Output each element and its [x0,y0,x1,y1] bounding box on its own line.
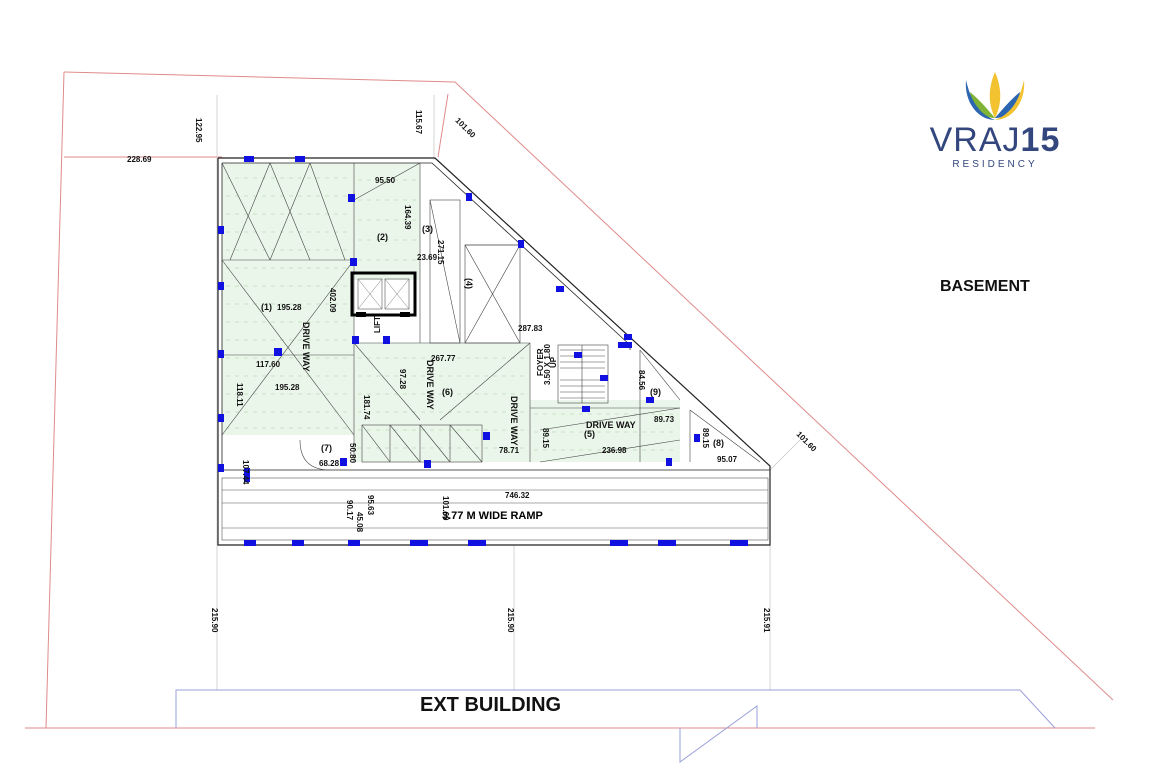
dim-23-69: 23.69 [417,253,438,262]
dim-117-60: 117.60 [256,360,281,369]
green-hatch-zones [222,163,680,462]
dim-90-17: 90.17 [345,500,354,521]
slot-3: (3) [422,224,433,234]
dim-45-08: 45.08 [355,512,364,533]
brand-subtitle: RESIDENCY [952,159,1038,170]
slot-7: (7) [321,443,332,453]
dim-236-98: 236.98 [602,446,627,455]
dimension-guides [216,95,801,690]
brand-name: VRAJ15 [920,122,1070,158]
dim-95-07: 95.07 [717,455,738,464]
dim-746-32: 746.32 [505,491,530,500]
dim-181-74: 181.74 [362,395,371,420]
dim-68-28: 68.28 [319,459,340,468]
brand-name-part1: VRAJ [929,121,1021,159]
brand-name-part2: 15 [1020,121,1061,159]
drive-way-vertical-1: DRIVE WAY [301,322,311,372]
dim-95-50: 95.50 [375,176,396,185]
columns [218,156,748,546]
slot-1: (1) [261,302,272,312]
drive-way-vertical-3: DRIVE WAY [509,396,519,446]
dim-271-15: 271.15 [436,240,445,265]
dimension-labels: 122.95 115.67 101.60 228.69 95.50 164.39… [127,110,819,633]
dim-215-91: 215.91 [762,608,771,633]
dim-228-69: 228.69 [127,155,152,164]
dim-287-83: 287.83 [518,324,543,333]
ramp-area [221,477,769,541]
dim-195-28-a: 195.28 [277,303,302,312]
ext-building-label: EXT BUILDING [420,694,562,716]
lift-tag: LIFT [373,316,382,333]
dim-267-77: 267.77 [431,354,456,363]
dim-107-44: 107.44 [241,460,250,485]
lotus-logo-icon [965,72,1025,120]
slot-9: (9) [650,387,661,397]
plot-boundary [25,71,1114,729]
dim-84-56: 84.56 [637,370,646,391]
brand-logo: VRAJ15 RESIDENCY [920,70,1070,180]
dim-215-90-b: 215.90 [506,608,515,633]
dim-215-90-a: 215.90 [210,608,219,633]
dim-195-28-b: 195.28 [275,383,300,392]
dim-97-28: 97.28 [398,369,407,390]
drive-way-vertical-2: DRIVE WAY [425,360,435,410]
slot-labels: (1) (2) (3) (4) (5) (6) (7) (8) (9) [261,224,724,453]
stair [557,344,609,404]
stair-size: 3.50 X 1.80 [543,344,552,385]
dim-89-15-b: 89.15 [701,428,710,449]
dim-115-67: 115.67 [414,110,423,135]
dim-118-11: 118.11 [235,383,244,407]
lift-shaft: LIFT [350,271,417,333]
parking-layout [221,162,761,471]
drive-way-labels: DRIVE WAY DRIVE WAY DRIVE WAY DRIVE WAY [301,322,636,446]
ramp-label: 3.77 M WIDE RAMP [442,510,543,522]
dim-78-71: 78.71 [499,446,520,455]
slot-6: (6) [442,387,453,397]
slot-8: (8) [713,438,724,448]
dim-164-39: 164.39 [403,205,412,230]
dim-101-60-bottom: 101.60 [441,496,450,521]
drive-way-horizontal: DRIVE WAY [586,420,636,430]
dim-122-95: 122.95 [194,118,203,143]
slot-2: (2) [377,232,388,242]
ext-building-outline [175,689,1056,763]
floor-label: BASEMENT [940,278,1030,295]
slot-4: (4) [464,278,474,289]
slot-5: (5) [584,429,595,439]
dim-50-80: 50.80 [348,443,357,464]
dim-89-73: 89.73 [654,415,675,424]
dim-402-09: 402.09 [328,288,337,313]
dim-89-15-a: 89.15 [541,428,550,449]
hatch-lines [226,177,676,451]
dim-95-63: 95.63 [366,495,375,516]
stair-foyer: FOYER [536,348,545,376]
stair-up: UP [549,356,558,368]
dim-101-60-top: 101.60 [454,116,478,140]
